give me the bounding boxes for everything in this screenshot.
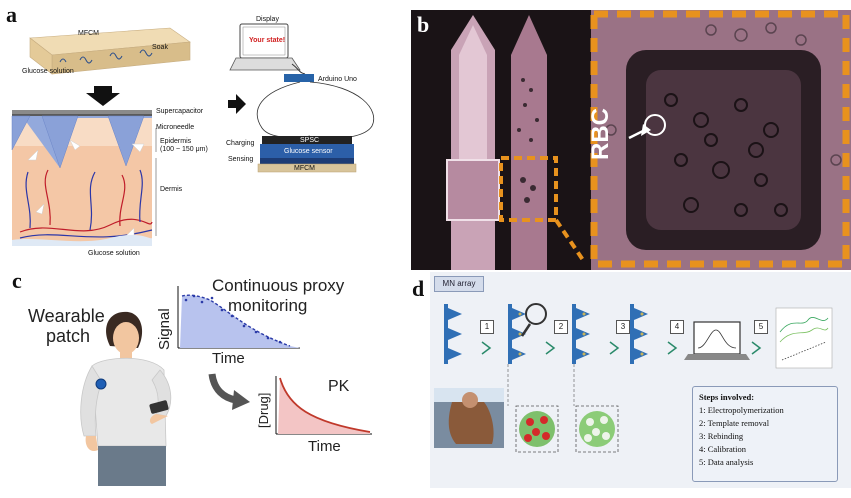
your-state-label: Your state!: [249, 37, 286, 44]
arduino-label: Arduino Uno: [318, 76, 357, 83]
curved-arrow-icon: [232, 390, 250, 410]
charging-label: Charging: [226, 140, 255, 147]
step-item: 2: Template removal: [699, 418, 770, 428]
spsc-label: SPSC: [300, 137, 320, 144]
supercapacitor-label: Supercapacitor: [156, 108, 204, 115]
panel-c-graphic: [80, 286, 372, 486]
step-item: 5: Data analysis: [699, 457, 754, 467]
epidermis-range-label: (100 ~ 150 μm): [160, 146, 208, 153]
down-arrow-icon: [86, 86, 120, 106]
panel-a-graphic: [11, 23, 374, 246]
monitoring-title-line2: monitoring: [228, 296, 308, 315]
mfcm-top-label: MFCM: [78, 30, 99, 37]
panel-b: b RBC: [411, 10, 851, 270]
step-item: 1: Electropolymerization: [699, 405, 784, 415]
pk-label: PK: [328, 378, 350, 395]
step-number-4: 4: [670, 320, 684, 334]
panel-c: c Wearable patch Continuo: [0, 266, 410, 498]
panel-c-letter: c: [12, 268, 22, 293]
panel-b-micrograph: [411, 10, 851, 270]
mn-array-label: MN array: [434, 276, 484, 292]
glucose-solution-top-label: Glucose solution: [22, 68, 74, 75]
display-label: Display: [256, 16, 279, 23]
panel-a: a: [0, 0, 410, 265]
signal-axis-label: Signal: [156, 308, 173, 350]
glucose-solution-bottom-label: Glucose solution: [88, 250, 140, 257]
panel-d: d MN array: [412, 272, 851, 498]
microneedle-label: Microneedle: [156, 124, 195, 131]
panel-d-letter: d: [412, 276, 425, 301]
monitoring-title-line1: Continuous proxy: [212, 276, 345, 295]
step-number-5: 5: [754, 320, 768, 334]
epidermis-label: Epidermis: [160, 138, 192, 145]
time-axis-label-1: Time: [212, 350, 245, 367]
right-arrow-icon: [228, 94, 246, 114]
time-axis-label-2: Time: [308, 438, 341, 455]
steps-title: Steps involved:: [699, 392, 755, 402]
glucose-sensor-label: Glucose sensor: [284, 148, 333, 155]
dermis-label: Dermis: [160, 186, 183, 193]
steps-box: Steps involved: 1: Electropolymerization…: [692, 386, 838, 482]
step-item: 3: Rebinding: [699, 431, 744, 441]
step-number-1: 1: [480, 320, 494, 334]
step-number-2: 2: [554, 320, 568, 334]
rbc-label: RBC: [587, 108, 614, 160]
step-number-3: 3: [616, 320, 630, 334]
panel-d-graphic: [434, 303, 833, 453]
drug-axis-label: [Drug]: [256, 392, 271, 428]
mfcm-bottom-label: MFCM: [294, 165, 315, 172]
patch-label: patch: [46, 326, 91, 346]
step-item: 4: Calibration: [699, 444, 746, 454]
soak-label: Soak: [152, 44, 168, 51]
panel-b-letter: b: [417, 12, 430, 37]
panel-a-letter: a: [6, 2, 17, 27]
wearable-label: Wearable: [28, 306, 105, 326]
sensing-label: Sensing: [228, 156, 254, 163]
